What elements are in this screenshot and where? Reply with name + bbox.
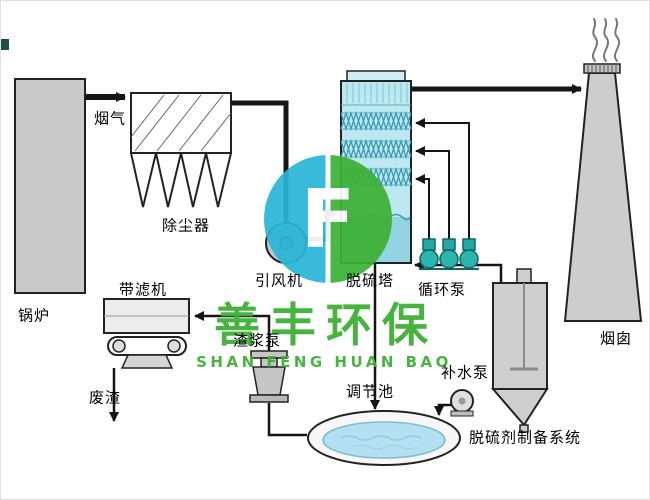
pipe-slurrypump-to-filter [194, 311, 271, 351]
slurry-pump-shape [249, 350, 289, 403]
pipe-pump1-riser [415, 174, 430, 239]
circulation-pump-1 [419, 238, 439, 270]
dust-collector-hoppers [130, 152, 232, 208]
dust-collector-hatch [130, 94, 232, 152]
label-prep-system: 脱硫剂制备系统 [468, 428, 582, 447]
circulation-pump-2 [439, 238, 459, 270]
label-circulation-pump: 循环泵 [417, 280, 467, 299]
belt-filter-shape [103, 298, 190, 369]
desulfurization-tower-shape [340, 70, 412, 264]
label-chimney: 烟囱 [599, 329, 633, 348]
pipe-dust-to-fan [231, 100, 289, 239]
label-slurry-pump: 渣浆泵 [232, 331, 282, 350]
adjustment-pool-shape [307, 410, 461, 466]
pipe-waterpump-to-pool [434, 403, 451, 416]
label-waste-residue: 废渣 [88, 388, 122, 407]
tower-liquid [342, 217, 410, 262]
edge-mark [1, 39, 9, 50]
label-id-fan: 引风机 [254, 271, 304, 290]
pipe-pool-to-slurrypump [267, 403, 307, 437]
label-flue-gas: 烟气 [93, 109, 127, 128]
water-pump-shape [450, 389, 474, 417]
prep-system-tank-shape [490, 268, 549, 433]
chimney-shape [563, 18, 643, 322]
id-fan-shape [265, 222, 307, 264]
circulation-pumps-shape [419, 238, 479, 270]
boiler-shape [14, 78, 86, 294]
dust-collector-shape [130, 92, 232, 208]
pipe-pump2-riser [415, 146, 450, 239]
pipe-fan-to-tower [305, 208, 336, 242]
label-dust-collector: 除尘器 [161, 216, 211, 235]
label-belt-filter: 带滤机 [118, 280, 168, 299]
label-desulfurization-tower: 脱硫塔 [345, 271, 395, 290]
label-boiler: 锅炉 [17, 306, 51, 325]
pipe-pump3-riser [415, 118, 470, 239]
smoke-icon [592, 18, 620, 62]
circulation-pump-3 [459, 238, 479, 270]
label-adjustment-pool: 调节池 [345, 382, 395, 401]
label-water-pump: 补水泵 [440, 363, 490, 382]
